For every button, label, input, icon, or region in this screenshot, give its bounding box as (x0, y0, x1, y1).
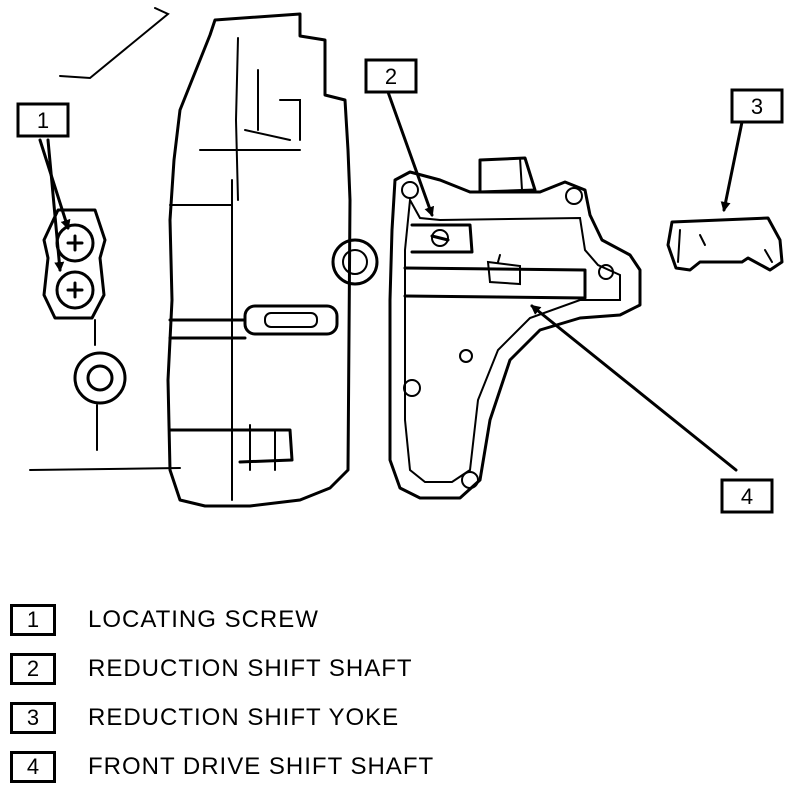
callout-4-number: 4 (741, 484, 753, 509)
legend-label-3: REDUCTION SHIFT YOKE (88, 704, 400, 731)
legend-label-4: FRONT DRIVE SHIFT SHAFT (88, 753, 435, 780)
reduction-shift-yoke-part (666, 216, 784, 272)
shift-cover-housing (388, 156, 642, 500)
legend-number-1: 1 (10, 604, 56, 636)
legend-label-2: REDUCTION SHIFT SHAFT (88, 655, 413, 682)
legend-row-4: 4 FRONT DRIVE SHIFT SHAFT (10, 747, 570, 787)
legend-row-3: 3 REDUCTION SHIFT YOKE (10, 698, 570, 738)
legend-number-4: 4 (10, 751, 56, 783)
legend-label-1: LOCATING SCREW (88, 606, 319, 633)
callout-1-number: 1 (37, 108, 49, 133)
callout-2-number: 2 (385, 64, 397, 89)
locating-screws-assembly (42, 208, 127, 451)
callout-1: 1 (16, 102, 70, 138)
background-linework (29, 7, 181, 471)
transfer-case-diagram: 1 2 3 4 (16, 7, 784, 514)
callout-4: 4 (720, 478, 774, 514)
legend-row-1: 1 LOCATING SCREW (10, 600, 570, 640)
callout-3-number: 3 (751, 94, 763, 119)
callout-3: 3 (730, 88, 784, 124)
transfer-case-housing (166, 12, 379, 508)
legend-number-3: 3 (10, 702, 56, 734)
callout-2: 2 (364, 58, 418, 94)
legend-row-2: 2 REDUCTION SHIFT SHAFT (10, 649, 570, 689)
leader-arrows (38, 90, 744, 472)
legend-number-2: 2 (10, 653, 56, 685)
legend: 1 LOCATING SCREW 2 REDUCTION SHIFT SHAFT… (10, 600, 570, 796)
